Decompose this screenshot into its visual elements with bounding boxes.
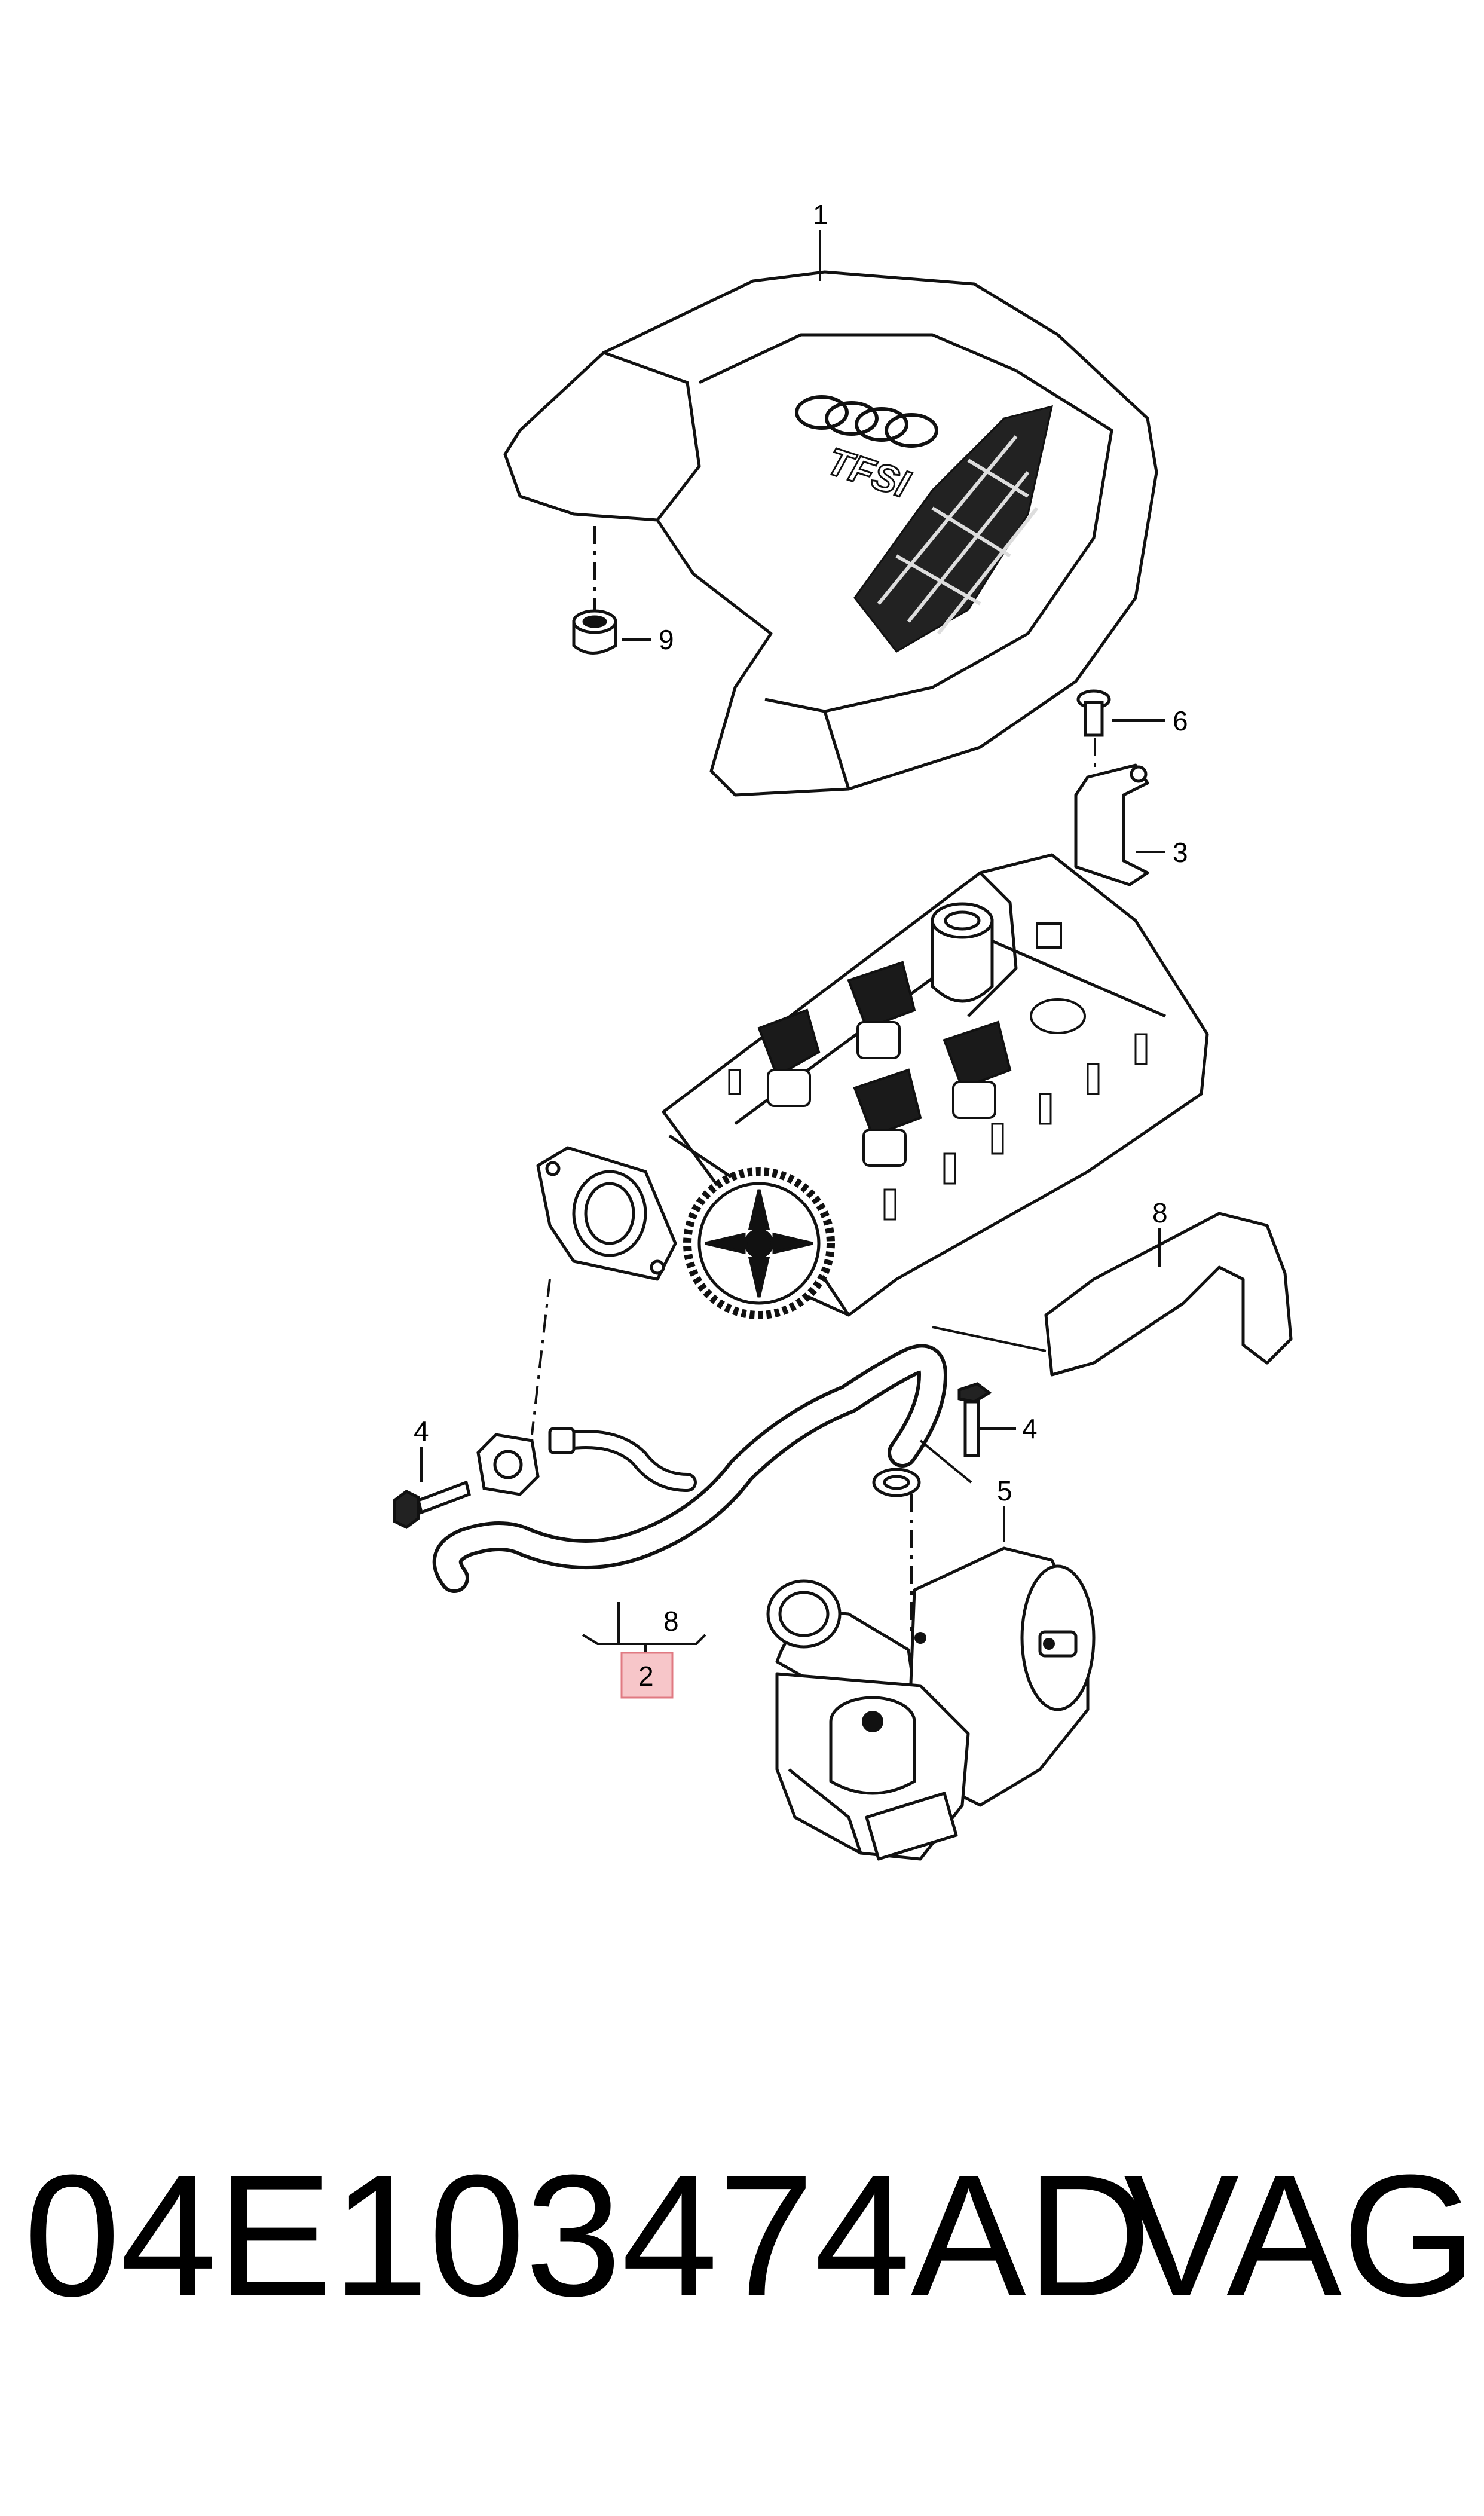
brand-name: VAG (1124, 2139, 1477, 2332)
callout-part-4-left: 4 (414, 1416, 429, 1447)
ignition-coils (757, 961, 1012, 1138)
bolt-part-6 (1076, 689, 1111, 737)
camshaft-gear (683, 1167, 835, 1319)
bolt-part-4-right (957, 1382, 992, 1457)
breather-hose-fittings (476, 1427, 921, 1497)
cylinder-head-bolts (728, 1033, 1148, 1221)
bracket-part-3 (1074, 763, 1149, 886)
callout-part-2: 2 (638, 1661, 654, 1692)
highlight-box-part-2 (620, 1652, 674, 1699)
engine-cover (503, 270, 1158, 797)
callout-part-3: 3 (1173, 837, 1188, 868)
bolt-4-mount-line (919, 1439, 972, 1484)
ignition-coil-bodies (767, 922, 1086, 1167)
callout-leader-lines (420, 230, 1165, 1659)
callout-part-6: 6 (1173, 705, 1188, 736)
heat-shield-part-8 (1044, 1212, 1293, 1377)
heat-shield-mount-line (932, 1326, 1047, 1352)
callout-part-5: 5 (997, 1475, 1012, 1506)
grommet-part (572, 609, 617, 655)
engine-cover-ribs (853, 405, 1053, 653)
part-number: 04E103474AD (24, 2139, 1152, 2332)
engine-cover-rib-lines (877, 435, 1039, 635)
breather-hose-part-2 (432, 1344, 947, 1593)
intake-flange (536, 1146, 677, 1281)
callout-part-9: 9 (659, 624, 674, 655)
hose-mount-line-left (531, 1279, 551, 1435)
valve-body-part-5 (766, 1546, 1096, 1861)
oil-filler-neck (931, 902, 994, 1003)
bolt-part-4-left (393, 1480, 471, 1529)
callout-part-8-upper: 8 (1152, 1197, 1168, 1228)
callout-part-1: 1 (813, 199, 828, 230)
callout-part-8-lower: 8 (663, 1606, 679, 1637)
four-rings-logo (795, 395, 938, 448)
callout-part-4-right: 4 (1022, 1413, 1038, 1444)
valve-body-fasteners (862, 1632, 1055, 1732)
